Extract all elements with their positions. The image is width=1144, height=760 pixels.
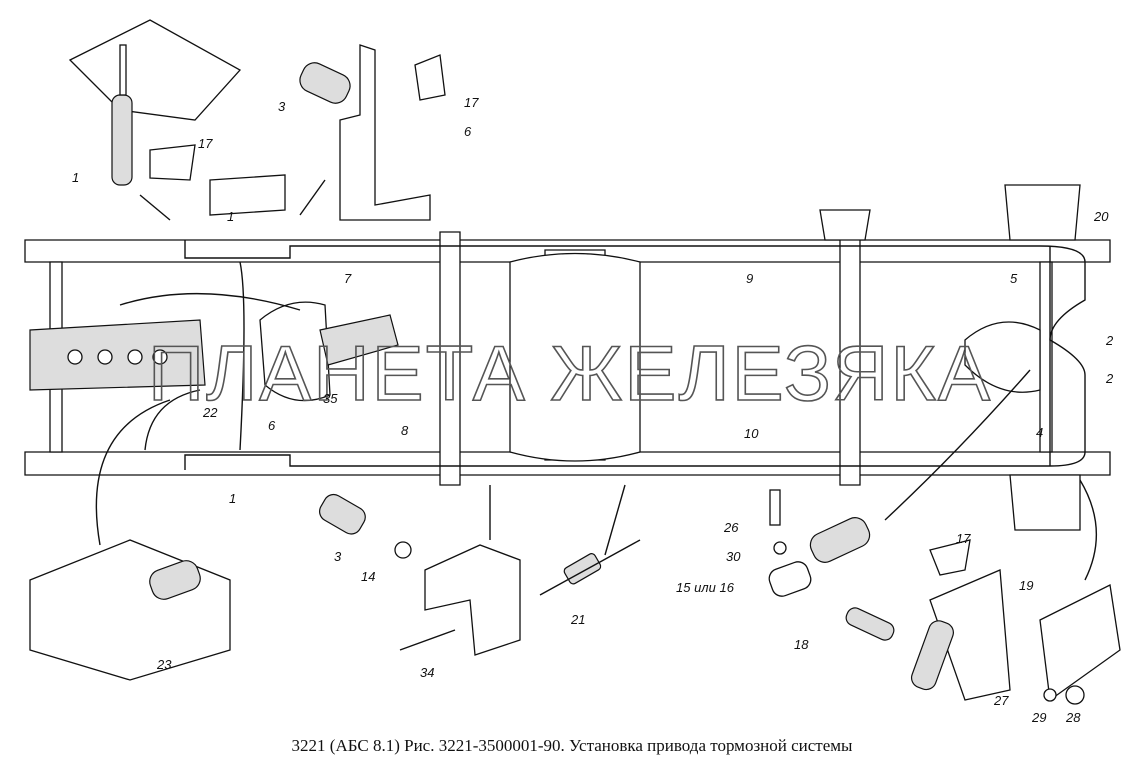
callout-7: 7 <box>344 271 352 286</box>
callout-6: 6 <box>464 124 472 139</box>
callout-3: 3 <box>334 549 342 564</box>
callout-3: 3 <box>278 99 286 114</box>
chassis-frame <box>24 184 1111 531</box>
callout-6: 6 <box>268 418 276 433</box>
callout-23: 23 <box>156 657 172 672</box>
callout-2: 2 <box>1105 333 1114 348</box>
part-details <box>29 19 1121 705</box>
callout-18: 18 <box>794 637 809 652</box>
watermark: ПЛАНЕТА ЖЕЛЕЗЯКА <box>148 329 992 417</box>
callout-17: 17 <box>464 95 479 110</box>
figure-caption: 3221 (АБС 8.1) Рис. 3221-3500001-90. Уст… <box>291 736 853 755</box>
callout-28: 28 <box>1065 710 1081 725</box>
callout-27: 27 <box>993 693 1009 708</box>
callout-1: 1 <box>227 209 234 224</box>
callout-21: 21 <box>570 612 585 627</box>
callout-9: 9 <box>746 271 753 286</box>
callout-29: 29 <box>1031 710 1046 725</box>
callout-15-16: 15 или 16 <box>676 580 735 595</box>
callout-5: 5 <box>1010 271 1018 286</box>
callout-1: 1 <box>72 170 79 185</box>
callout-17: 17 <box>956 531 971 546</box>
callout-1: 1 <box>229 491 236 506</box>
callout-22: 22 <box>202 405 218 420</box>
callout-34: 34 <box>420 665 434 680</box>
callout-8: 8 <box>401 423 409 438</box>
callout-35: 35 <box>323 391 338 406</box>
callout-2: 2 <box>1105 371 1114 386</box>
brake-lines <box>144 240 1086 470</box>
callout-14: 14 <box>361 569 375 584</box>
callout-4: 4 <box>1036 425 1043 440</box>
callout-17: 17 <box>198 136 213 151</box>
callout-20: 20 <box>1093 209 1109 224</box>
callout-10: 10 <box>744 426 759 441</box>
callouts: 1 17 3 17 6 1 7 9 20 5 2 2 35 22 6 8 10 … <box>72 95 1114 725</box>
callout-30: 30 <box>726 549 741 564</box>
callout-26: 26 <box>723 520 739 535</box>
callout-19: 19 <box>1019 578 1033 593</box>
